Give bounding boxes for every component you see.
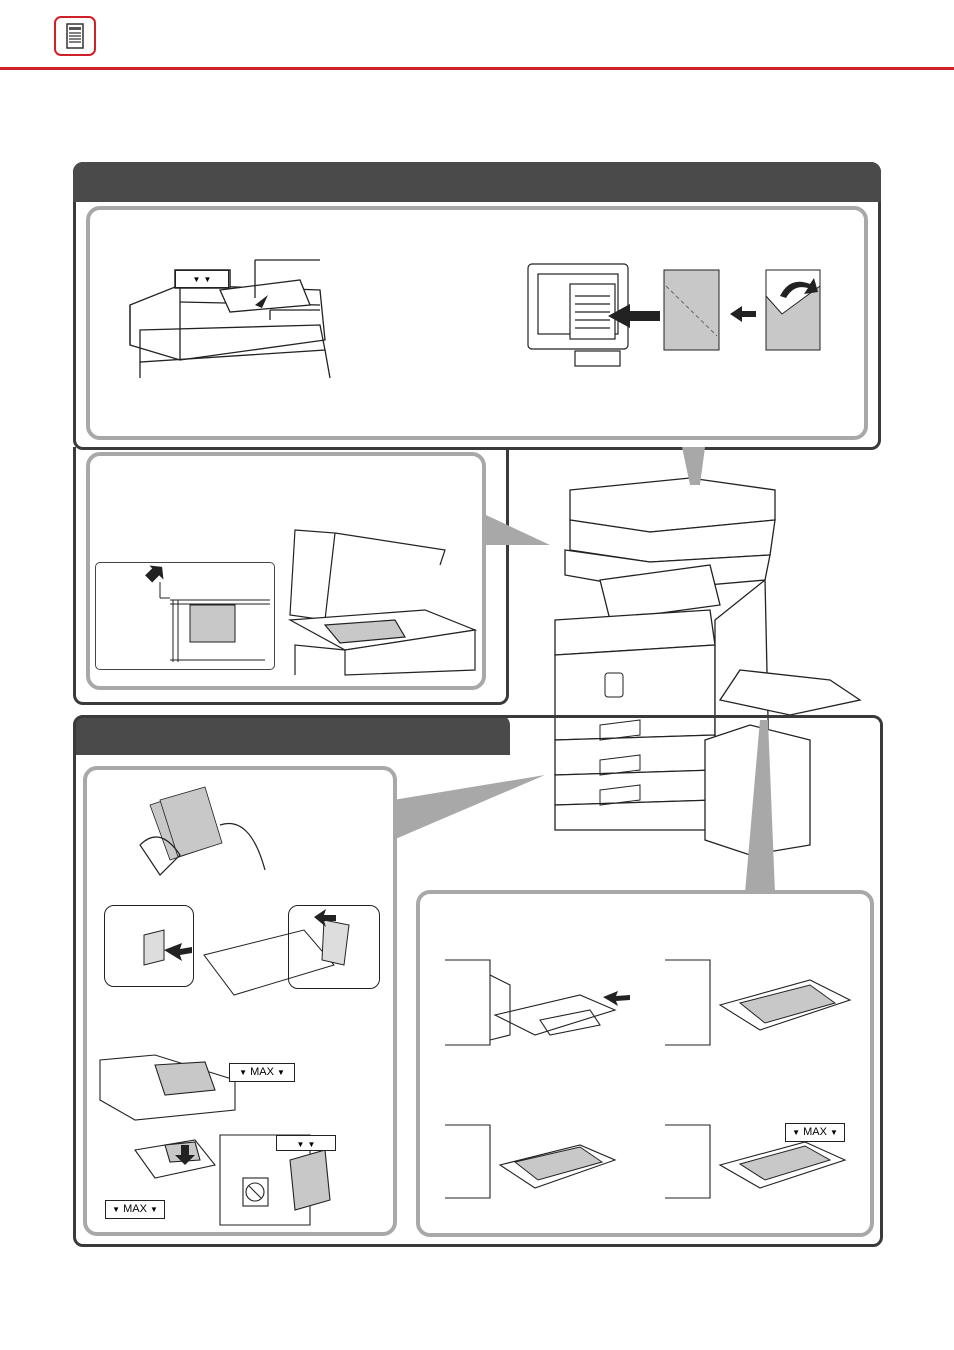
tray-max-label-1: ▼ MAX ▼ bbox=[229, 1063, 295, 1082]
triangle-icon: ▼ bbox=[792, 1128, 801, 1137]
tray-max-label-2: ▼ MAX ▼ bbox=[105, 1200, 165, 1219]
adf-level-marker: ▼ ▼ bbox=[175, 270, 229, 288]
triangle-icon: ▼ bbox=[307, 1140, 316, 1149]
load-tray-illustration bbox=[99, 1054, 331, 1226]
triangle-icon: ▼ bbox=[149, 1205, 158, 1214]
header-rule bbox=[0, 67, 954, 70]
triangle-icon: ▼ bbox=[192, 275, 201, 284]
paper-tray-panel bbox=[83, 766, 397, 1236]
triangle-icon: ▼ bbox=[829, 1128, 838, 1137]
triangle-icon: ▼ bbox=[296, 1140, 305, 1149]
bypass-max-illustration bbox=[665, 1124, 847, 1199]
triangle-icon: ▼ bbox=[276, 1068, 285, 1077]
platen-zoom-box bbox=[95, 562, 275, 670]
triangle-icon: ▼ bbox=[112, 1205, 121, 1214]
platen-section-panel bbox=[73, 447, 509, 705]
triangle-icon: ▼ bbox=[203, 275, 212, 284]
originals-section-header bbox=[73, 162, 881, 202]
platen-scanner-illustration bbox=[287, 529, 478, 676]
bypass-open-illustration bbox=[445, 959, 630, 1046]
bypass-tray-panel bbox=[416, 890, 874, 1237]
paper-section-panel bbox=[73, 715, 883, 1247]
max-text: MAX bbox=[803, 1126, 827, 1138]
paper-section-header bbox=[73, 715, 510, 755]
max-text: MAX bbox=[123, 1203, 147, 1215]
platen-corner-illustration bbox=[145, 565, 270, 662]
fan-paper-illustration bbox=[139, 786, 266, 876]
tray-guide-illustration bbox=[143, 909, 350, 996]
max-text: MAX bbox=[250, 1066, 274, 1078]
copier-machine-icon bbox=[54, 16, 96, 56]
copier-machine-illustration bbox=[554, 477, 862, 856]
tray-level-marker: ▼ ▼ bbox=[276, 1135, 336, 1151]
triangle-icon: ▼ bbox=[239, 1068, 248, 1077]
original-orientation-illustration bbox=[527, 263, 821, 367]
bypass-max-label: ▼ MAX ▼ bbox=[785, 1123, 845, 1142]
bypass-guide-illustration bbox=[445, 1124, 617, 1199]
bypass-load-illustration bbox=[665, 959, 852, 1046]
